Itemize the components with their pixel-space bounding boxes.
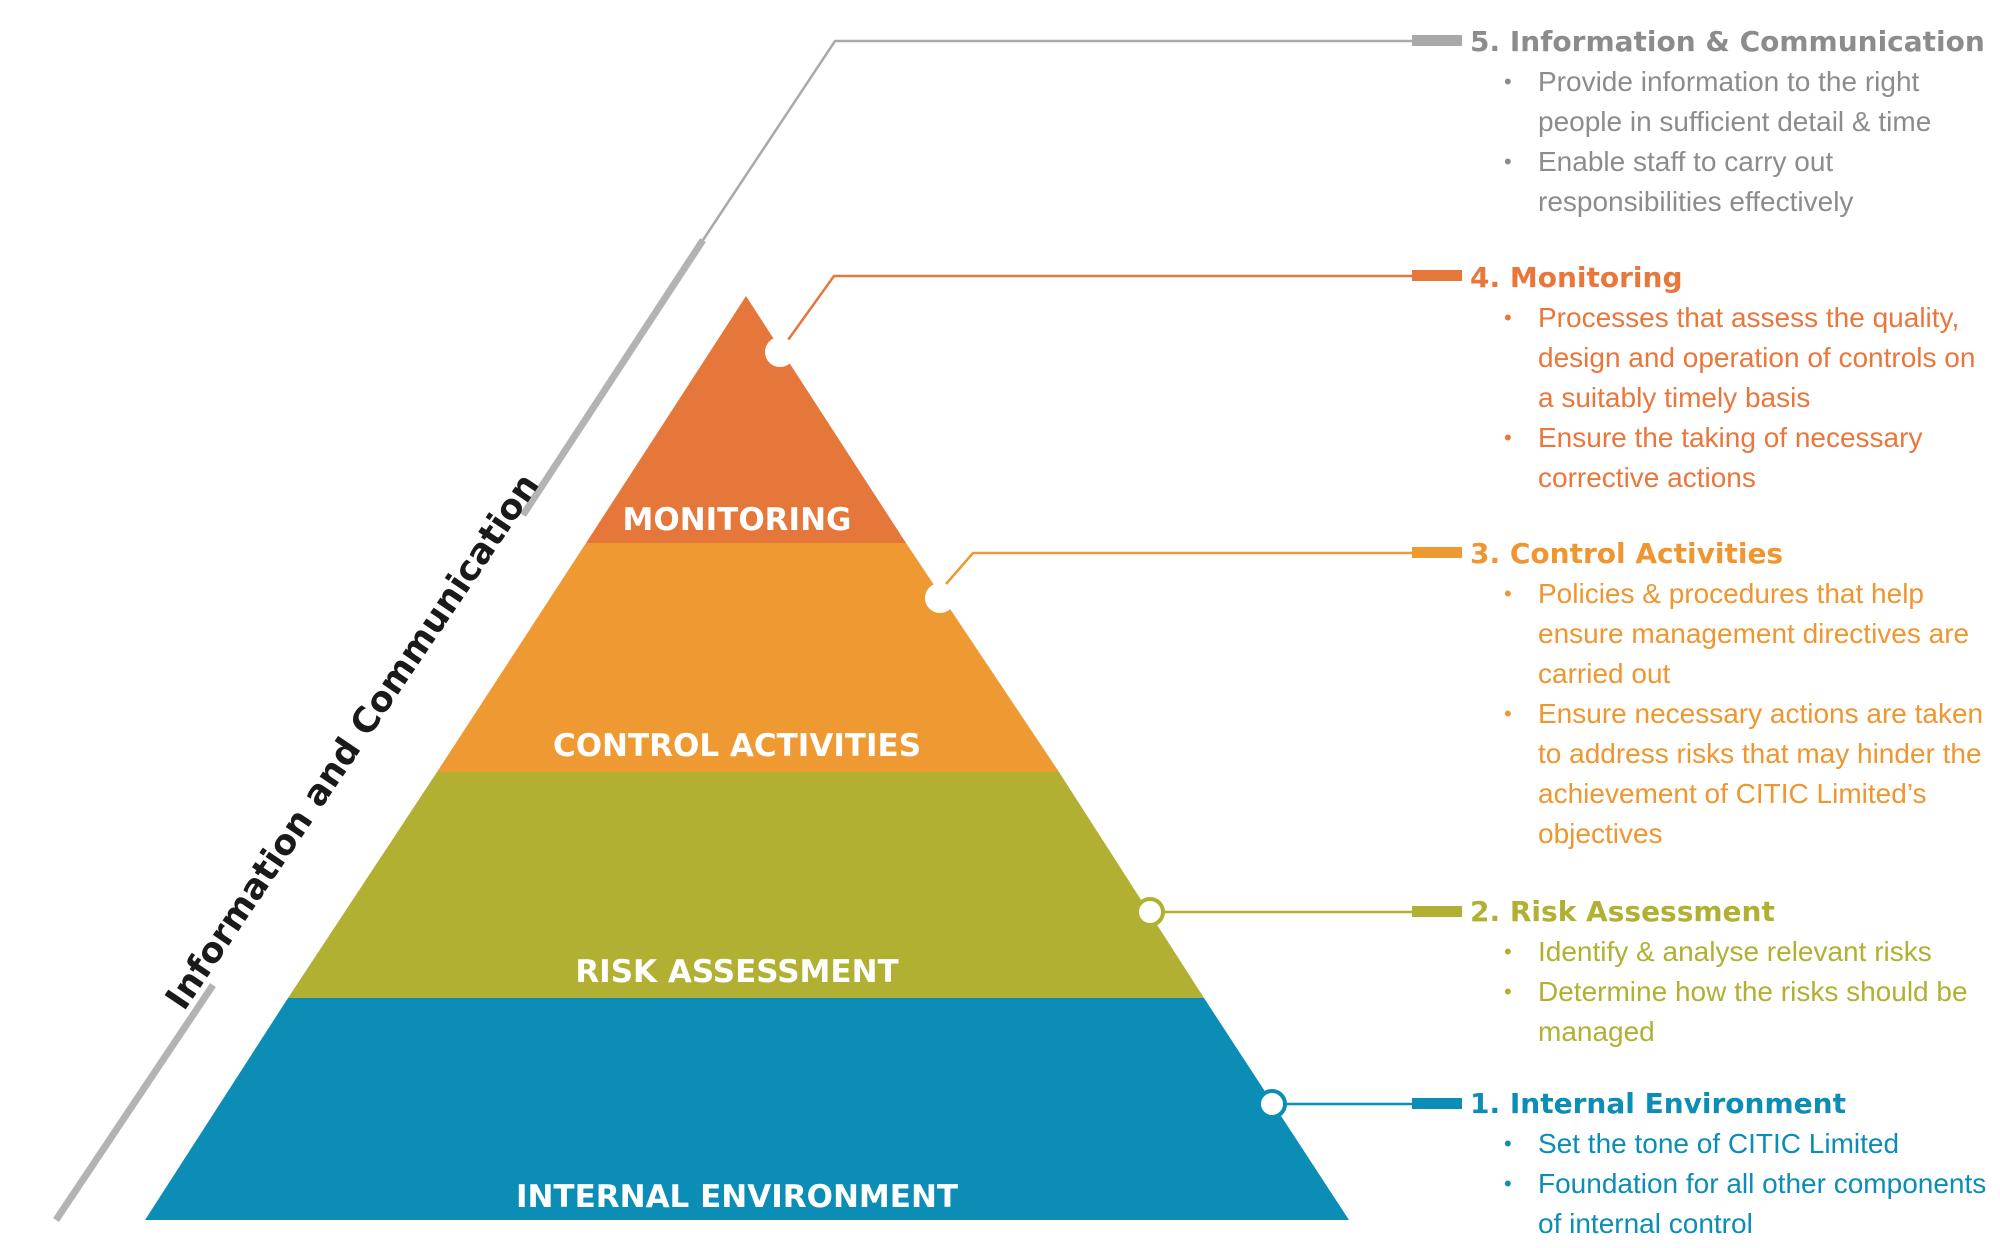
info-band-upper-segment <box>520 238 706 517</box>
panel-heading-information-communication: 5. Information & Communication <box>1470 25 1985 58</box>
connector-marker-internal-environment <box>1412 1098 1462 1109</box>
list-item: Enable staff to carry out responsibiliti… <box>1504 142 1990 222</box>
pyramid-layer-risk-assessment <box>288 772 1204 998</box>
panel-internal-environment: 1. Internal Environment Set the tone of … <box>1470 1084 1990 1244</box>
layer-label-control-activities: CONTROL ACTIVITIES <box>553 728 921 764</box>
connector-marker-monitoring <box>1412 270 1462 281</box>
connector-node-control-activities <box>925 583 955 613</box>
list-item: Provide information to the right people … <box>1504 62 1990 142</box>
panel-heading-risk-assessment: 2. Risk Assessment <box>1470 895 1775 928</box>
layer-label-internal-environment: INTERNAL ENVIRONMENT <box>516 1179 958 1215</box>
panel-bullets-monitoring: Processes that assess the quality, desig… <box>1470 298 1990 498</box>
panel-information-communication: 5. Information & Communication Provide i… <box>1470 22 1990 222</box>
layer-label-monitoring: MONITORING <box>623 502 852 538</box>
list-item: Policies & procedures that help ensure m… <box>1504 574 1990 694</box>
panel-monitoring: 4. Monitoring Processes that assess the … <box>1470 258 1990 498</box>
connector-line-monitoring <box>786 274 1412 341</box>
list-item: Set the tone of CITIC Limited <box>1504 1124 1990 1164</box>
connector-marker-risk-assessment <box>1412 906 1462 917</box>
list-item: Foundation for all other components of i… <box>1504 1164 1990 1244</box>
connector-line-information <box>701 39 1412 241</box>
list-item: Ensure the taking of necessary correctiv… <box>1504 418 1990 498</box>
panel-bullets-information-communication: Provide information to the right people … <box>1470 62 1990 222</box>
panel-heading-monitoring: 4. Monitoring <box>1470 261 1683 294</box>
connector-node-internal-environment <box>1257 1089 1287 1119</box>
connector-node-monitoring <box>765 337 795 367</box>
list-item: Determine how the risks should be manage… <box>1504 972 1990 1052</box>
list-item: Ensure necessary actions are taken to ad… <box>1504 694 1990 854</box>
info-band-lower-segment <box>53 983 216 1222</box>
panel-bullets-internal-environment: Set the tone of CITIC Limited Foundation… <box>1470 1124 1990 1244</box>
panel-risk-assessment: 2. Risk Assessment Identify & analyse re… <box>1470 892 1990 1052</box>
pyramid-layer-control-activities <box>437 543 1059 772</box>
connector-marker-information <box>1412 35 1462 46</box>
pyramid-layer-monitoring <box>586 296 906 543</box>
connector-marker-control-activities <box>1412 547 1462 558</box>
list-item: Identify & analyse relevant risks <box>1504 932 1990 972</box>
pyramid-layer-internal-environment <box>145 998 1349 1220</box>
panel-bullets-control-activities: Policies & procedures that help ensure m… <box>1470 574 1990 854</box>
layer-label-risk-assessment: RISK ASSESSMENT <box>575 954 898 990</box>
panel-heading-control-activities: 3. Control Activities <box>1470 537 1784 570</box>
panel-control-activities: 3. Control Activities Policies & procedu… <box>1470 534 1990 854</box>
connector-line-control-activities <box>945 551 1412 585</box>
connector-node-risk-assessment <box>1135 897 1165 927</box>
panel-bullets-risk-assessment: Identify & analyse relevant risks Determ… <box>1470 932 1990 1052</box>
list-item: Processes that assess the quality, desig… <box>1504 298 1990 418</box>
panel-heading-internal-environment: 1. Internal Environment <box>1470 1087 1846 1120</box>
